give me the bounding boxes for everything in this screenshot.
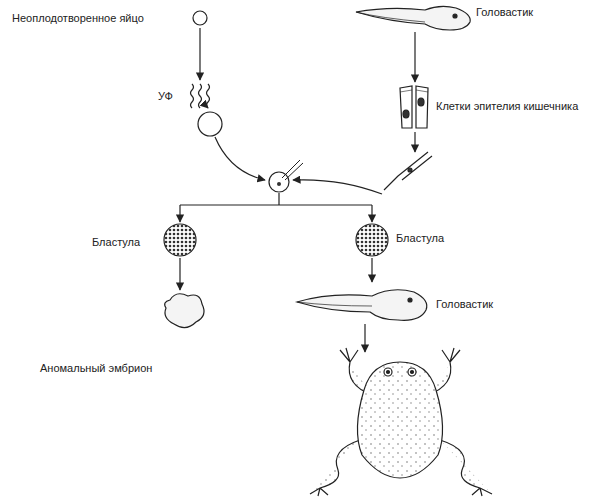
pipette	[384, 152, 432, 190]
frog	[310, 348, 492, 496]
recipient-egg	[269, 172, 289, 192]
caption-label: Аномальный эмбрион	[40, 362, 152, 375]
caption-label: Бластула	[92, 236, 140, 249]
arrow	[414, 132, 415, 152]
arrow	[199, 28, 200, 80]
branch-line	[180, 193, 372, 205]
uv-rays	[191, 84, 210, 108]
caption-label: УФ	[158, 90, 173, 103]
irradiated-egg	[198, 112, 222, 136]
caption-label: Клетки эпителия кишечника	[436, 100, 578, 113]
arrow	[414, 32, 415, 82]
tadpole	[356, 6, 470, 30]
caption-label: Головастик	[476, 6, 533, 19]
egg	[193, 11, 207, 25]
intestinal-cells	[400, 86, 428, 128]
arrow	[215, 137, 265, 180]
tadpole	[297, 290, 427, 321]
caption-label: Неоплодотворенное яйцо	[12, 12, 144, 25]
blastula	[164, 224, 196, 256]
caption-label: Бластула	[396, 232, 444, 245]
arrow	[293, 180, 382, 194]
blastula	[356, 224, 388, 256]
caption-label: Головастик	[436, 298, 493, 311]
abnormal-embryo	[165, 294, 204, 328]
